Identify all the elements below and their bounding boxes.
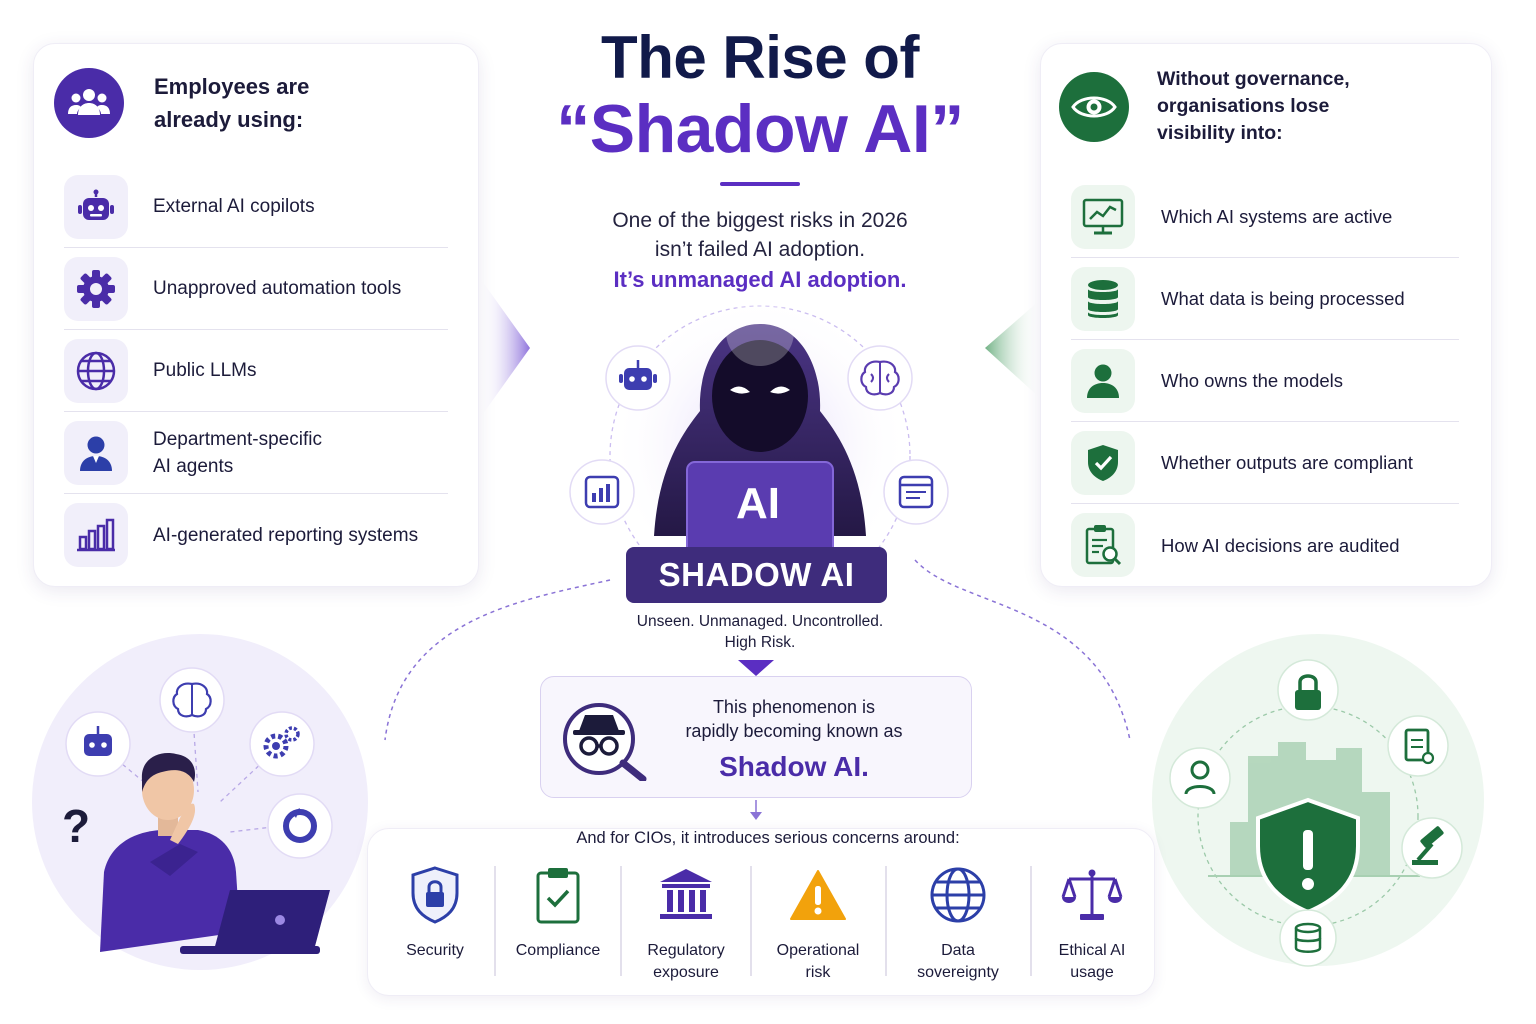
chart-icon <box>569 459 635 525</box>
list-item: Public LLMs <box>64 330 448 412</box>
lock-shield-icon <box>385 862 485 928</box>
hooded-hacker-illustration <box>569 296 949 596</box>
concern-divider <box>620 866 622 976</box>
gavel-icon <box>1401 817 1463 879</box>
laptop-ai-label: AI <box>736 479 780 528</box>
concern-divider <box>885 866 887 976</box>
list-item: Whether outputs are compliant <box>1071 422 1459 504</box>
person-icon <box>64 420 128 485</box>
gears-icon <box>249 711 315 777</box>
monitor-chart-icon <box>1071 184 1135 249</box>
governance-shield-illustration <box>1152 634 1484 967</box>
list-item: How AI decisions are audited <box>1071 504 1459 586</box>
shadow-ai-banner: SHADOW AI <box>626 547 887 603</box>
brain-icon <box>159 667 225 733</box>
concern-divider <box>494 866 496 976</box>
employees-card-header: Employees are already using: <box>54 68 374 138</box>
cio-concerns-heading: And for CIOs, it introduces serious conc… <box>0 826 1536 850</box>
employees-card-title: Employees are already using: <box>154 74 310 132</box>
bar-chart-icon <box>64 503 128 567</box>
robot-icon <box>64 174 128 239</box>
subtitle-emphasis: It’s unmanaged AI adoption. <box>613 267 907 292</box>
scales-icon <box>1036 862 1148 928</box>
spy-magnifier-icon <box>563 703 647 781</box>
document-check-icon <box>1387 715 1449 777</box>
subtitle: One of the biggest risks in 2026 isn’t f… <box>520 206 1000 264</box>
audit-clipboard-icon <box>1071 513 1135 577</box>
phenomenon-text: This phenomenon is rapidly becoming know… <box>659 695 929 783</box>
robot-icon <box>65 711 131 777</box>
list-item: Unapproved automation tools <box>64 248 448 330</box>
dashboard-icon <box>883 459 949 525</box>
warning-icon <box>756 862 880 928</box>
database-icon <box>1279 909 1337 967</box>
employees-card: Employees are already using: External AI… <box>33 43 479 587</box>
concern-divider <box>750 866 752 976</box>
list-item: What data is being processed <box>1071 258 1459 340</box>
list-item: Department-specific AI agents <box>64 412 448 494</box>
left-arrow-pointer <box>480 278 530 418</box>
concern-divider <box>1030 866 1032 976</box>
list-item-label: Public LLMs <box>153 360 257 381</box>
list-item: Which AI systems are active <box>1071 176 1459 258</box>
governance-card-header: Without governance, organisations lose v… <box>1059 66 1417 147</box>
visibility-list: Which AI systems are active What data is… <box>1071 176 1459 586</box>
shield-check-icon <box>1071 430 1135 495</box>
globe-icon <box>892 862 1024 928</box>
database-icon <box>1071 266 1135 331</box>
phenomenon-emphasis: Shadow AI. <box>719 751 869 782</box>
page-title: The Rise of <box>601 24 919 91</box>
employees-tool-list: External AI copilots <box>64 166 448 576</box>
page-title-highlight: “Shadow AI” <box>556 91 964 167</box>
clipboard-check-icon <box>500 862 616 928</box>
cio-concerns-card <box>367 828 1155 996</box>
title-block: The Rise of “Shadow AI” One of the bigge… <box>520 20 1000 293</box>
brain-icon <box>847 345 913 411</box>
list-item: AI-generated reporting systems <box>64 494 448 576</box>
governance-card-title: Without governance, organisations lose v… <box>1157 68 1350 144</box>
users-icon <box>54 68 124 138</box>
connector-left <box>384 579 611 741</box>
globe-icon <box>64 338 128 403</box>
tagline-down-triangle <box>738 660 774 676</box>
subtitle-line-1: One of the biggest risks in 2026 <box>612 209 908 232</box>
confused-employee-illustration: ? <box>32 634 368 970</box>
concern-compliance: Compliance <box>500 862 616 962</box>
governance-card: Without governance, organisations lose v… <box>1040 43 1492 587</box>
sync-icon <box>267 793 333 859</box>
lock-icon <box>1277 659 1339 721</box>
bank-icon <box>626 862 746 928</box>
shadow-ai-tagline: Unseen. Unmanaged. Uncontrolled. High Ri… <box>636 613 884 651</box>
person-icon <box>1071 348 1135 413</box>
concern-security: Security <box>385 862 485 962</box>
list-item: Who owns the models <box>1071 340 1459 422</box>
right-arrow-pointer <box>985 300 1040 398</box>
user-icon <box>1169 747 1231 809</box>
list-item: External AI copilots <box>64 166 448 248</box>
question-mark: ? <box>62 800 90 852</box>
eye-icon <box>1059 71 1129 142</box>
title-divider <box>720 182 800 186</box>
connector-right <box>914 559 1131 741</box>
phenomenon-box: This phenomenon is rapidly becoming know… <box>540 676 972 798</box>
robot-icon <box>605 345 671 411</box>
gear-icon <box>64 256 128 321</box>
subtitle-line-2: isn’t failed AI adoption. <box>654 238 866 261</box>
